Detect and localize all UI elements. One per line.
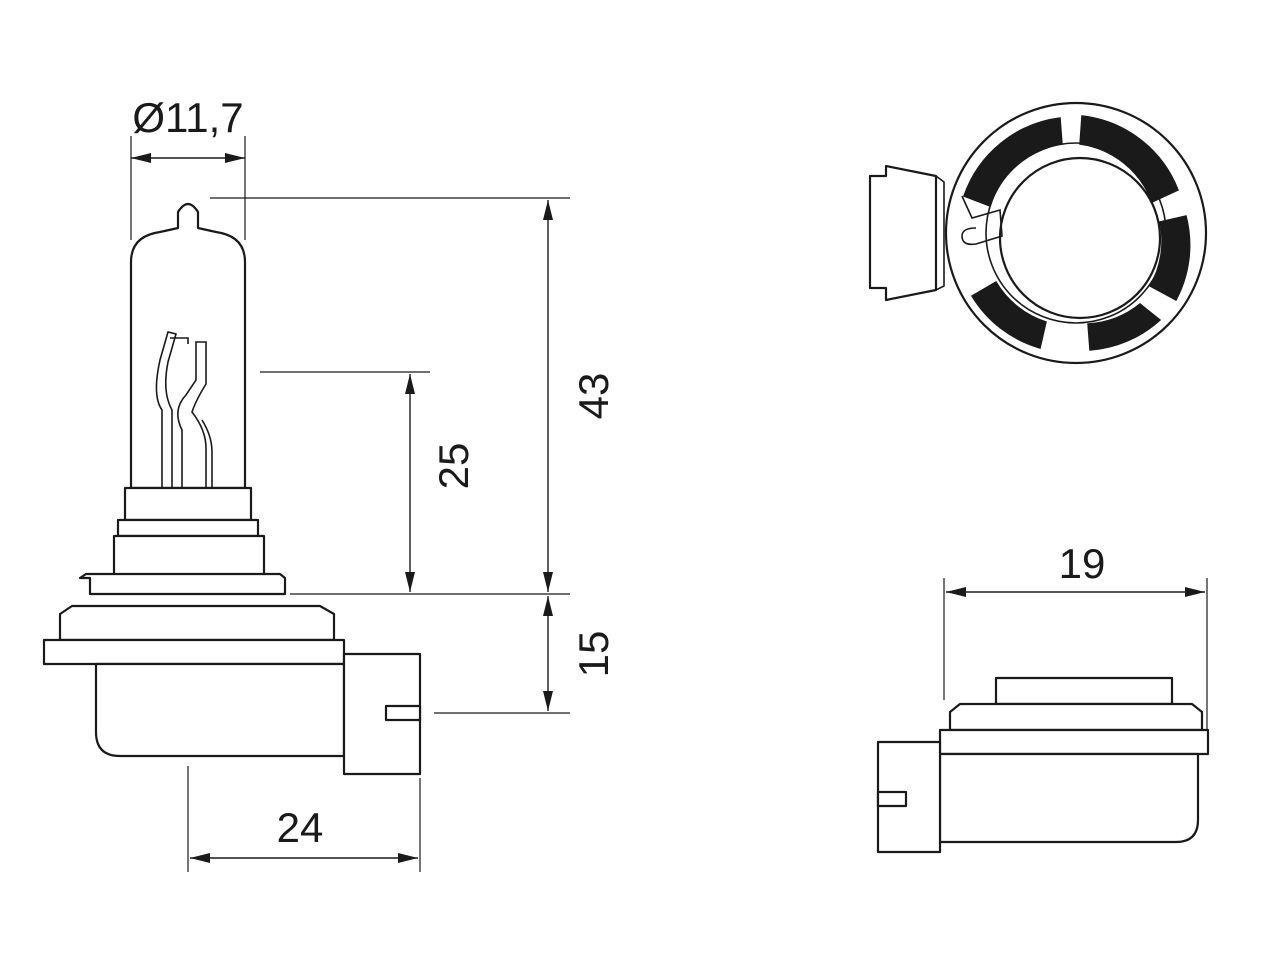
top-key-segment-upper [1079, 115, 1179, 204]
base-ring [58, 604, 336, 642]
base-width-label: 24 [277, 804, 324, 851]
top-key-segment-bottom-left [970, 280, 1047, 349]
overall-height-label: 43 [570, 373, 617, 420]
neck-collar-upper [123, 486, 253, 522]
light-center-height-label: 25 [430, 443, 477, 490]
base-flange [78, 572, 287, 596]
top-retaining-clip [961, 195, 1003, 246]
neck-collar-lower [112, 534, 266, 582]
base-body [94, 662, 346, 758]
filament [155, 331, 213, 488]
side-neck [994, 676, 1174, 706]
side-ring [948, 702, 1204, 732]
bulb-front-view [42, 202, 422, 776]
front-dimensions: Ø11,7 43 25 15 24 [130, 94, 617, 872]
bulb-side-view: 19 [876, 540, 1210, 854]
top-key-segment-lower [1087, 303, 1162, 351]
side-width-label: 19 [1059, 540, 1106, 587]
diameter-label: Ø11,7 [132, 94, 243, 141]
bulb-top-view [868, 101, 1208, 365]
top-inner-opening [998, 156, 1162, 320]
top-middle-ring [985, 142, 1167, 324]
side-connector-latch [876, 790, 908, 808]
base-height-label: 15 [570, 631, 617, 678]
top-connector [868, 164, 938, 302]
top-key-segment-right [1148, 215, 1191, 302]
glass-envelope [129, 202, 247, 490]
side-base-body [938, 752, 1200, 844]
neck-collar-mid [116, 518, 260, 538]
base-plate [42, 638, 346, 666]
side-plate [938, 728, 1210, 756]
connector-latch [384, 704, 422, 722]
